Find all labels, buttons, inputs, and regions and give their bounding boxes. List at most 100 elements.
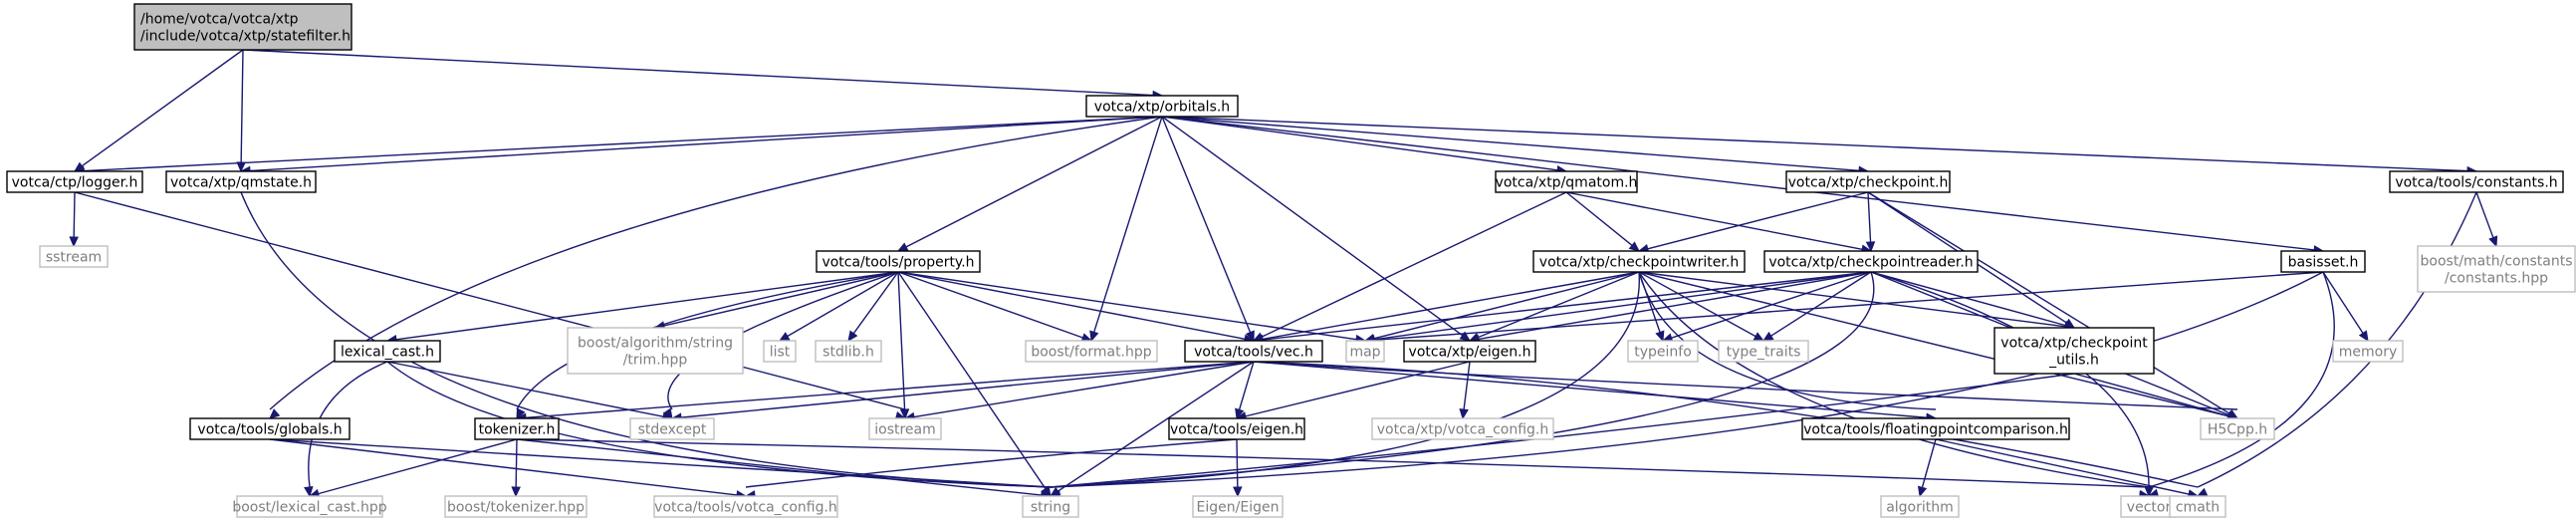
node-boost-lexical-cast: boost/lexical_cast.hpp [232,495,387,518]
node-box [1168,417,1305,440]
edge-fpc-to-algorithm [1917,438,1937,498]
node-box [1801,417,2070,440]
edge-qmatom-to-cpwriter [1565,191,1640,252]
node-root[interactable]: /home/votca/votca/xtp/include/votca/xtp/… [133,3,352,51]
node-box [1184,340,1323,363]
node-box [1763,250,1979,273]
node-label: sstream [46,250,102,266]
node-orbitals[interactable]: votca/xtp/orbitals.h [1085,95,1239,118]
node-qmatom[interactable]: votca/xtp/qmatom.h [1495,170,1638,193]
edge-orbitals-to-logger [73,116,1163,176]
node-box [1025,340,1158,363]
node-label: votca/xtp/checkpoint [2000,336,2148,352]
node-label: vector [2127,500,2172,516]
node-box [474,417,560,440]
node-box [1718,340,1809,363]
edge-tokenizer-to-boost_tokenizer [511,438,521,498]
node-stdexcept: stdexcept [629,417,715,440]
node-boost-constants: boost/math/constants/constants.hpp [2417,245,2576,293]
node-type-traits: type_traits [1718,340,1809,363]
node-tools-eigen[interactable]: votca/tools/eigen.h [1168,417,1305,440]
edge-property-to-iostream [897,271,910,420]
node-box [334,340,441,363]
node-label: H5Cpp.h [2208,422,2267,438]
node-box [2169,495,2226,518]
node-box [1345,340,1385,363]
node-label: type_traits [1727,345,1801,361]
edge-globals-to-tools_votca_config [269,438,748,500]
node-box [1403,340,1536,363]
node-vec[interactable]: votca/tools/vec.h [1184,340,1323,363]
node-label: map [1349,345,1380,361]
node-checkpoint[interactable]: votca/xtp/checkpoint.h [1785,170,1951,193]
edge-cpreader-to-string [1049,271,1875,501]
node-globals[interactable]: votca/tools/globals.h [189,417,351,440]
node-box [1192,495,1284,518]
edge-orbitals-to-qmstate [239,116,1163,176]
node-label: iostream [874,422,936,438]
node-lexical-cast-h[interactable]: lexical_cast.h [334,340,441,363]
edge-basisset-to-vector [2147,271,2335,498]
node-boost-format: boost/format.hpp [1025,340,1158,363]
edge-cpwriter-to-map [1363,271,1640,344]
node-label: votca/tools/vec.h [1194,345,1313,361]
node-box [1085,95,1239,118]
node-label: cmath [2176,500,2220,516]
node-property[interactable]: votca/tools/property.h [816,250,981,273]
node-label: /constants.hpp [2445,271,2548,287]
node-iostream: iostream [868,417,942,440]
node-cpreader[interactable]: votca/xtp/checkpointreader.h [1763,250,1979,273]
edge-constants-to-boost_constants [2475,191,2498,248]
edge-logger-to-iostream [74,191,907,421]
edge-checkpoint-to-cpreader [1865,191,1876,253]
node-label: votca/tools/votca_config.h [654,500,837,516]
edge-property-to-stdlib [847,271,899,342]
node-label: _utils.h [2048,353,2099,369]
edge-vec-to-iostream [903,361,1255,422]
node-box [763,340,797,363]
node-xtp-eigen[interactable]: votca/xtp/eigen.h [1403,340,1536,363]
node-box [815,340,882,363]
node-label: votca/xtp/orbitals.h [1094,100,1230,116]
node-label: votca/xtp/eigen.h [1409,345,1531,361]
node-string: string [1022,495,1079,518]
node-logger[interactable]: votca/ctp/logger.h [6,170,143,193]
node-tokenizer[interactable]: tokenizer.h [474,417,560,440]
edge-orbitals-to-basisset [1161,116,2325,255]
node-constants[interactable]: votca/tools/constants.h [2389,170,2564,193]
node-label: votca/xtp/qmstate.h [170,175,312,191]
node-cp-utils[interactable]: votca/xtp/checkpoint_utils.h [1993,327,2155,375]
node-box [133,3,352,51]
node-box [236,495,383,518]
edge-root-to-orbitals [242,49,1164,101]
edge-orbitals-to-constants [1161,116,2478,176]
node-label: boost/lexical_cast.hpp [232,500,386,516]
node-fpc[interactable]: votca/tools/floatingpointcomparison.h [1801,417,2070,440]
edge-root-to-logger [74,49,244,172]
node-sstream: sstream [39,245,109,268]
edge-logger-to-sstream [69,191,79,248]
node-label: boost/tokenizer.hpp [447,500,585,516]
node-typeinfo: typeinfo [1627,340,1699,363]
edge-xtp_eigen-to-xtp_votca_config [1459,361,1471,420]
node-box [1022,495,1079,518]
node-label: basisset.h [2288,255,2359,271]
edge-orbitals-to-checkpoint [1161,116,1870,176]
node-box [2417,245,2576,293]
node-box [816,250,981,273]
node-box [165,170,317,193]
node-label: string [1031,500,1070,516]
node-label: lexical_cast.h [341,345,434,361]
node-box [189,417,351,440]
node-cpwriter[interactable]: votca/xtp/checkpointwriter.h [1532,250,1746,273]
node-label: votca/xtp/checkpoint.h [1788,175,1949,191]
node-cmath: cmath [2169,495,2226,518]
node-label: boost/format.hpp [1031,345,1151,361]
edge-tools_eigen-to-eigen_eigen [1233,438,1243,498]
node-qmstate[interactable]: votca/xtp/qmstate.h [165,170,317,193]
edge-fpc-to-cmath [1935,438,2200,499]
node-list: list [763,340,797,363]
node-box [1371,417,1554,440]
node-basisset[interactable]: basisset.h [2280,250,2366,273]
